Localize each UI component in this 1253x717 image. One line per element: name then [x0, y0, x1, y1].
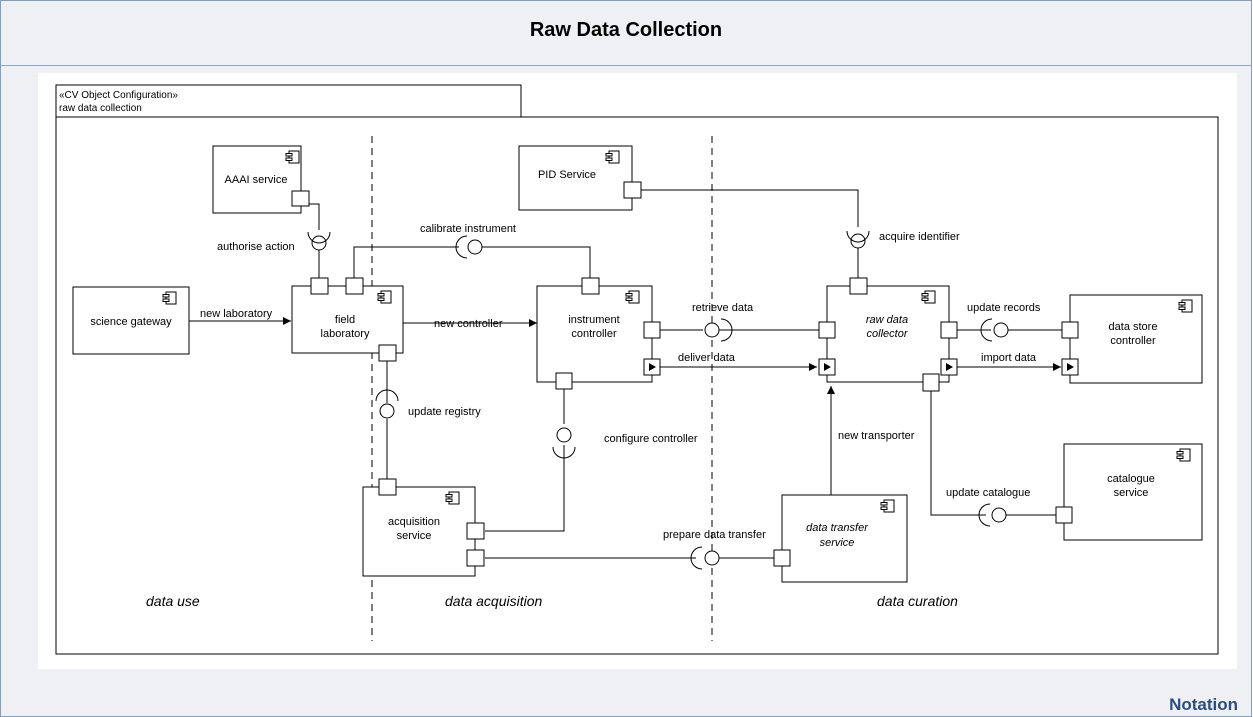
instrument-controller-component: instrument controller: [536, 277, 661, 390]
label-configure-controller: configure controller: [604, 433, 698, 445]
diagram-canvas: «CV Object Configuration» raw data colle…: [38, 73, 1237, 669]
label-calibrate-instrument: calibrate instrument: [420, 223, 516, 235]
label-import-data: import data: [981, 352, 1037, 364]
port: [581, 277, 600, 295]
port: [378, 478, 397, 496]
label-new-laboratory: new laboratory: [200, 308, 273, 320]
acquire-identifier-interface: [846, 230, 870, 249]
interface-symbols: [307, 230, 1009, 570]
svg-text:catalogue: catalogue: [1107, 473, 1155, 485]
acquisition-service-component: acquisition service: [362, 478, 485, 577]
data-store-controller-component: data store controller: [1061, 294, 1203, 384]
region-data-curation: data curation: [877, 593, 958, 609]
port: [849, 277, 868, 295]
input-arrow-icon: [1067, 363, 1074, 371]
svg-text:acquisition: acquisition: [388, 516, 440, 528]
svg-text:service: service: [397, 530, 432, 542]
svg-text:controller: controller: [571, 328, 617, 340]
label-prepare-data-transfer: prepare data transfer: [663, 529, 766, 541]
input-arrow-icon: [824, 363, 831, 371]
connectors: [189, 189, 1062, 559]
port: [773, 549, 791, 567]
aaai-service-component: AAAI service: [212, 145, 310, 214]
catalogue-service-component: catalogue service: [1055, 443, 1203, 541]
port: [1055, 506, 1073, 524]
prepare-data-transfer-interface: [690, 546, 720, 570]
update-catalogue-interface: [978, 503, 1007, 527]
port: [922, 373, 940, 392]
label-acquire-identifier: acquire identifier: [879, 231, 960, 243]
notation-link[interactable]: Notation: [1169, 695, 1238, 714]
component-diagram: «CV Object Configuration» raw data colle…: [55, 84, 1219, 655]
label-deliver-data: deliver data: [678, 352, 736, 364]
pid-service-component: PID Service: [518, 145, 642, 211]
output-arrow-icon: [649, 363, 656, 371]
svg-text:controller: controller: [1110, 335, 1156, 347]
svg-text:raw data: raw data: [866, 314, 908, 326]
field-laboratory-component: field laboratory: [291, 277, 404, 362]
title-bar: Raw Data Collection: [1, 1, 1251, 66]
label-authorise-action: authorise action: [217, 241, 295, 253]
svg-text:data store: data store: [1109, 321, 1158, 333]
svg-text:laboratory: laboratory: [321, 328, 370, 340]
port: [555, 372, 573, 390]
frame-stereotype: «CV Object Configuration»: [59, 90, 178, 101]
svg-text:data transfer: data transfer: [806, 522, 869, 534]
output-arrow-icon: [946, 363, 953, 371]
frame-name: raw data collection: [59, 103, 142, 114]
configure-controller-interface: [552, 427, 576, 459]
raw-data-collector-component: raw data collector: [818, 277, 958, 392]
science-gateway-component: science gateway: [72, 286, 190, 355]
retrieve-data-interface: [704, 318, 733, 342]
svg-text:AAAI service: AAAI service: [225, 174, 288, 186]
update-registry-interface: [375, 389, 399, 419]
port: [310, 277, 329, 295]
label-update-catalogue: update catalogue: [946, 487, 1030, 499]
svg-text:instrument: instrument: [568, 314, 619, 326]
port: [1061, 321, 1079, 339]
svg-text:PID Service: PID Service: [538, 169, 596, 181]
svg-text:service: service: [1114, 487, 1149, 499]
svg-text:science gateway: science gateway: [90, 316, 172, 328]
connection-labels: authorise action calibrate instrument ac…: [200, 223, 1041, 541]
label-new-controller: new controller: [434, 318, 503, 330]
label-update-registry: update registry: [408, 406, 481, 418]
authorise-action-interface: [307, 231, 331, 251]
port: [818, 321, 836, 339]
port: [623, 181, 642, 199]
page-title: Raw Data Collection: [529, 19, 723, 41]
port: [291, 190, 310, 207]
region-labels: data use data acquisition data curation: [146, 593, 958, 609]
svg-text:field: field: [335, 314, 355, 326]
port: [643, 321, 661, 339]
port: [940, 321, 958, 339]
svg-text:service: service: [820, 537, 855, 549]
region-data-acquisition: data acquisition: [445, 593, 543, 609]
label-new-transporter: new transporter: [838, 430, 915, 442]
port: [378, 344, 397, 362]
port: [345, 277, 364, 295]
data-transfer-service-component: data transfer service: [773, 494, 908, 583]
port: [466, 522, 485, 540]
port: [466, 549, 485, 567]
label-update-records: update records: [967, 302, 1041, 314]
label-retrieve-data: retrieve data: [692, 302, 754, 314]
svg-text:collector: collector: [867, 328, 909, 340]
update-records-interface: [980, 318, 1009, 342]
region-data-use: data use: [146, 593, 200, 609]
calibrate-instrument-interface: [455, 235, 483, 259]
